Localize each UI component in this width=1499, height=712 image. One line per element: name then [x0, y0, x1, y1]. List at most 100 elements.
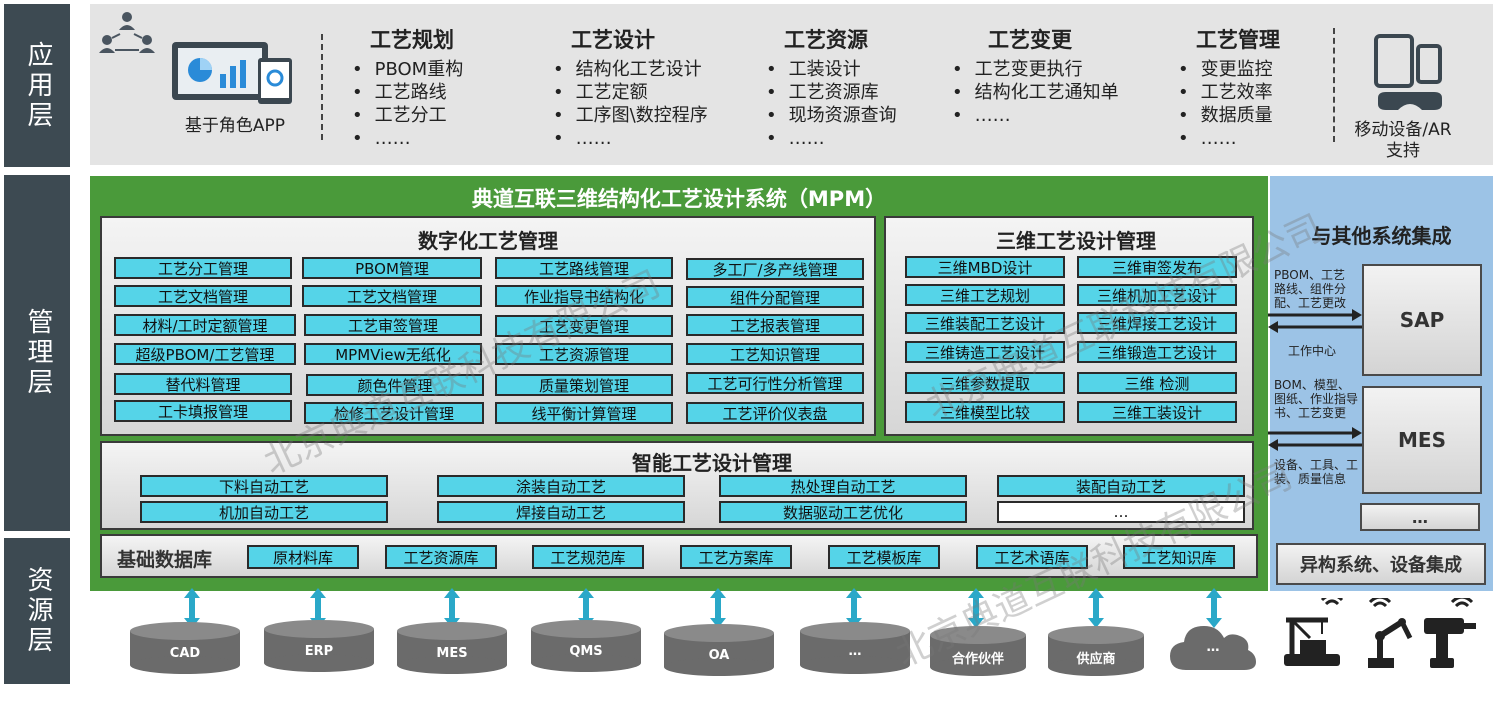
digital-cell[interactable]: 工艺审签管理: [304, 314, 482, 336]
app-separator-right: [1333, 28, 1335, 142]
resource-label: MES: [436, 646, 468, 661]
digital-cell[interactable]: 工艺报表管理: [686, 314, 864, 336]
digital-cell[interactable]: 替代料管理: [114, 373, 292, 395]
digital-cell[interactable]: 工艺资源管理: [495, 343, 673, 365]
smart-cell[interactable]: 机加自动工艺: [140, 501, 388, 523]
digital-cell[interactable]: 工艺评价仪表盘: [686, 402, 864, 424]
digital-cell[interactable]: 材料/工时定额管理: [114, 314, 296, 336]
drill-device-icon: [1424, 598, 1476, 668]
resource-label: 合作伙伴: [951, 652, 1004, 667]
app-item: 工艺效率: [1178, 81, 1318, 104]
resource-db-supplier[interactable]: 供应商: [1048, 626, 1144, 676]
digital-cell[interactable]: 工艺知识管理: [686, 343, 864, 365]
digital-cell[interactable]: PBOM管理: [302, 257, 482, 279]
digital-cell[interactable]: 超级PBOM/工艺管理: [114, 343, 296, 365]
three-d-cell[interactable]: 三维铸造工艺设计: [905, 341, 1065, 363]
three-d-cell[interactable]: 三维装配工艺设计: [905, 312, 1065, 334]
app-item: ……: [766, 127, 946, 150]
app-item: 结构化工艺通知单: [952, 81, 1152, 104]
database-icon: [264, 620, 374, 672]
resource-db-cad[interactable]: CAD: [130, 622, 240, 674]
app-item: 工序图\数控程序: [553, 104, 753, 127]
app-column-title: 工艺规划: [370, 28, 454, 52]
base-db-cell[interactable]: 工艺规范库: [532, 545, 644, 569]
three-d-cell[interactable]: 三维工艺规划: [905, 284, 1065, 306]
smart-cell-more[interactable]: …: [997, 501, 1245, 523]
app-item: ……: [352, 127, 552, 150]
resource-db-mes[interactable]: MES: [397, 622, 507, 674]
smart-cell[interactable]: 下料自动工艺: [140, 475, 388, 497]
three-d-cell[interactable]: 三维机加工艺设计: [1077, 284, 1237, 306]
sap-system-box[interactable]: SAP: [1362, 264, 1482, 376]
resource-label: OA: [708, 648, 730, 663]
role-app-label: 基于角色APP: [184, 116, 286, 136]
base-db-cell[interactable]: 工艺模板库: [828, 545, 940, 569]
mes-system-box[interactable]: MES: [1362, 386, 1482, 494]
database-icon: [130, 622, 240, 674]
smart-cell[interactable]: 涂装自动工艺: [437, 475, 685, 497]
digital-cell[interactable]: 组件分配管理: [686, 286, 864, 308]
digital-cell[interactable]: 多工厂/多产线管理: [686, 258, 864, 280]
digital-cell[interactable]: 质量策划管理: [495, 374, 673, 396]
app-item: 工装设计: [766, 58, 946, 81]
digital-cell[interactable]: 工艺可行性分析管理: [686, 372, 864, 394]
digital-cell[interactable]: 工艺路线管理: [495, 257, 673, 279]
digital-cell[interactable]: 线平衡计算管理: [495, 402, 673, 424]
digital-cell[interactable]: 作业指导书结构化: [495, 285, 673, 307]
resource-db-oa[interactable]: OA: [664, 624, 774, 676]
sap-inbound-text: PBOM、工艺 路线、组件分 配、工艺更改: [1274, 268, 1347, 310]
app-column-title: 工艺资源: [784, 28, 868, 52]
more-system-box[interactable]: …: [1360, 503, 1480, 531]
resource-db-erp[interactable]: ERP: [264, 620, 374, 672]
resource-db-more[interactable]: …: [800, 622, 910, 674]
app-item: 工艺定额: [553, 81, 753, 104]
mes-outbound-text: 设备、工具、工 装、质量信息: [1274, 458, 1359, 486]
base-db-cell[interactable]: 原材料库: [247, 545, 359, 569]
digital-cell[interactable]: 工艺文档管理: [114, 285, 292, 307]
mes-exchange-arrows: [1268, 427, 1362, 451]
smart-cell[interactable]: 数据驱动工艺优化: [719, 501, 967, 523]
layer-label-app: 应用层: [4, 4, 70, 167]
smart-cell[interactable]: 焊接自动工艺: [437, 501, 685, 523]
digital-cell[interactable]: 工艺变更管理: [495, 315, 673, 337]
app-column-management: 工艺管理 变更监控 工艺效率 数据质量 ……: [1178, 24, 1318, 150]
app-item: 结构化工艺设计: [553, 58, 753, 81]
app-column-title: 工艺变更: [988, 28, 1072, 52]
base-db-cell[interactable]: 工艺知识库: [1123, 545, 1235, 569]
mobile-ar-icon: [1374, 34, 1442, 110]
app-item: PBOM重构: [352, 58, 552, 81]
resource-label: QMS: [569, 644, 603, 659]
smart-cell[interactable]: 装配自动工艺: [997, 475, 1245, 497]
resource-db-partner[interactable]: 合作伙伴: [930, 626, 1026, 676]
digital-cell[interactable]: 工艺分工管理: [114, 257, 292, 279]
three-d-cell[interactable]: 三维工装设计: [1077, 401, 1237, 423]
three-d-cell[interactable]: 三维MBD设计: [905, 256, 1065, 278]
digital-cell[interactable]: 颜色件管理: [306, 374, 484, 396]
base-db-cell[interactable]: 工艺术语库: [976, 545, 1088, 569]
heterogeneous-integration-box[interactable]: 异构系统、设备集成: [1276, 543, 1486, 585]
three-d-cell[interactable]: 三维模型比较: [905, 401, 1065, 423]
app-item: 工艺分工: [352, 104, 552, 127]
digital-cell[interactable]: 检修工艺设计管理: [304, 402, 484, 424]
resource-db-qms[interactable]: QMS: [531, 620, 641, 672]
database-icon: [397, 622, 507, 674]
smart-cell[interactable]: 热处理自动工艺: [719, 475, 967, 497]
three-d-cell[interactable]: 三维参数提取: [905, 372, 1065, 394]
digital-cell[interactable]: MPMView无纸化: [304, 343, 482, 365]
three-d-cell[interactable]: 三维 检测: [1077, 372, 1237, 394]
app-item: 工艺路线: [352, 81, 552, 104]
digital-cell[interactable]: 工艺文档管理: [302, 285, 482, 307]
resource-cloud[interactable]: …: [1168, 618, 1258, 672]
database-icon: [1048, 626, 1144, 676]
base-db-cell[interactable]: 工艺方案库: [680, 545, 792, 569]
database-icon: [664, 624, 774, 676]
app-item: 现场资源查询: [766, 104, 946, 127]
base-db-cell[interactable]: 工艺资源库: [385, 545, 497, 569]
digital-cell[interactable]: 工卡填报管理: [114, 400, 292, 422]
three-d-cell[interactable]: 三维锻造工艺设计: [1077, 341, 1237, 363]
three-d-cell[interactable]: 三维审签发布: [1077, 256, 1237, 278]
robot-arm-device-icon: [1368, 598, 1413, 668]
resource-arrows: [184, 588, 1222, 628]
resource-label: ERP: [304, 644, 334, 659]
three-d-cell[interactable]: 三维焊接工艺设计: [1077, 312, 1237, 334]
